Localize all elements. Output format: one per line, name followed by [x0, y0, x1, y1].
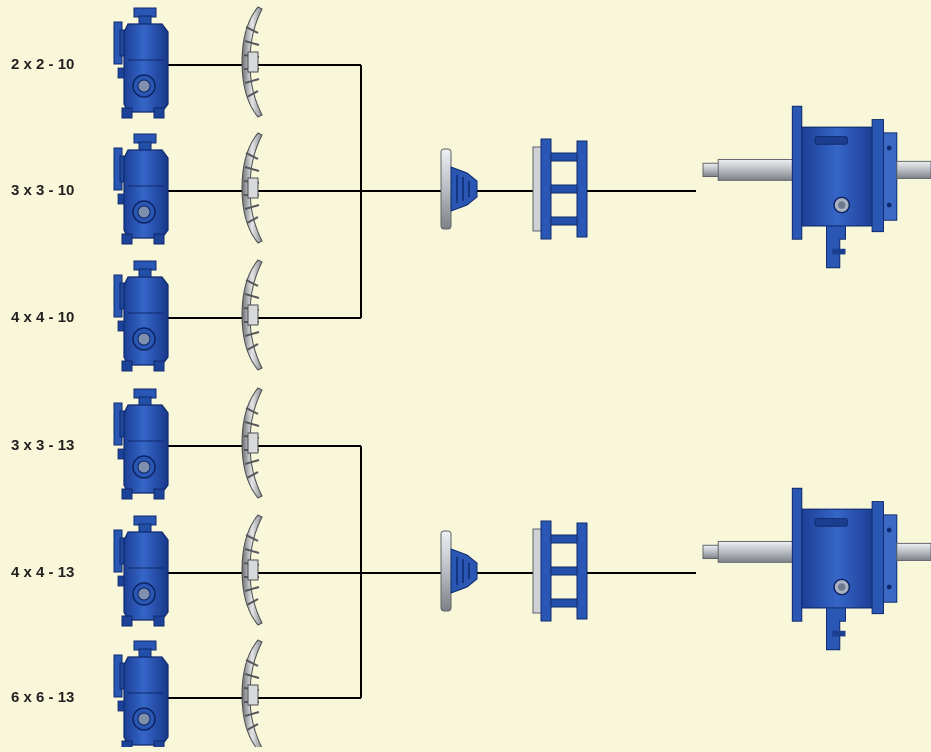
pump-casing-icon	[113, 515, 169, 627]
backplate-icon	[440, 530, 478, 612]
impeller-icon	[241, 259, 263, 371]
pump-size-label: 6 x 6 - 13	[11, 689, 75, 706]
pump-casing-icon	[113, 133, 169, 245]
pump-size-label: 4 x 4 - 13	[11, 564, 75, 581]
backplate-icon	[440, 148, 478, 230]
pump-casing-icon	[113, 260, 169, 372]
pump-size-label: 2 x 2 - 10	[11, 56, 75, 73]
pump-group-13-inch	[113, 387, 931, 752]
adapter-frame-icon	[532, 520, 588, 622]
impeller-icon	[241, 6, 263, 118]
pump-size-label: 3 x 3 - 13	[11, 437, 75, 454]
impeller-icon	[241, 639, 263, 751]
power-frame-icon	[702, 487, 931, 651]
pump-size-label: 4 x 4 - 10	[11, 309, 75, 326]
impeller-icon	[241, 387, 263, 499]
adapter-frame-icon	[532, 138, 588, 240]
pump-casing-icon	[113, 388, 169, 500]
pump-size-label: 3 x 3 - 10	[11, 182, 75, 199]
pump-casing-icon	[113, 7, 169, 119]
impeller-icon	[241, 514, 263, 626]
impeller-icon	[241, 132, 263, 244]
pump-group-10-inch	[113, 6, 931, 372]
pump-casing-icon	[113, 640, 169, 752]
power-frame-icon	[702, 105, 931, 269]
